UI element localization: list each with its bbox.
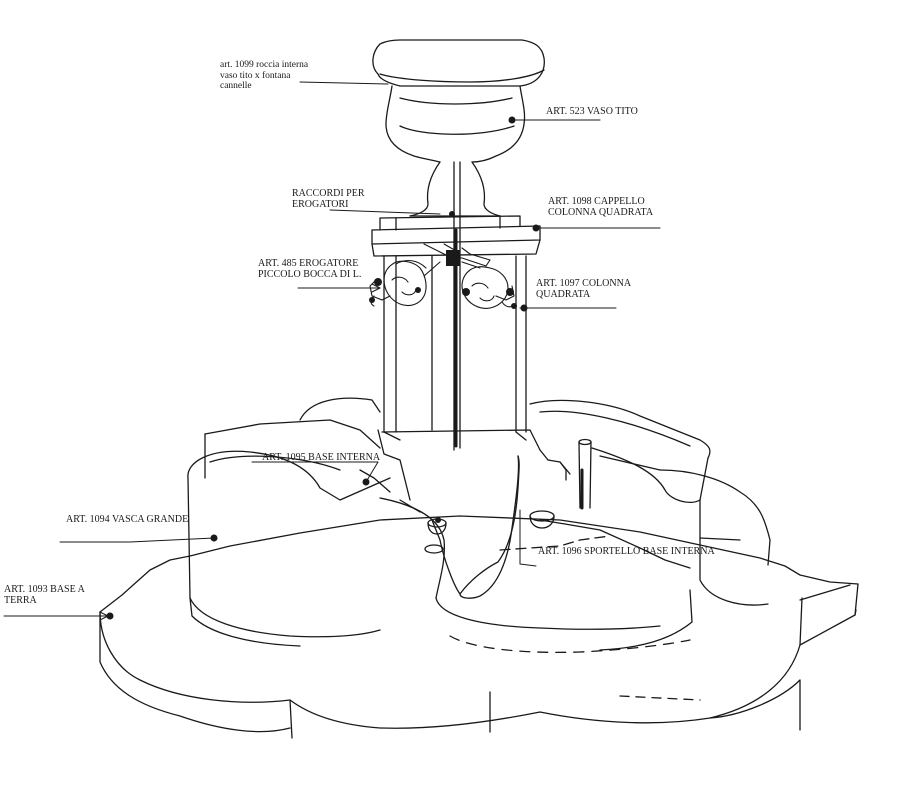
large-basin — [187, 397, 771, 653]
label-vaso-tito: ART. 523 VASO TITO — [546, 106, 638, 117]
leader-dots — [106, 116, 540, 620]
small-post — [578, 438, 592, 510]
label-vasca-grande: ART. 1094 VASCA GRANDE — [66, 514, 189, 525]
label-cappello: ART. 1098 CAPPELLO COLONNA QUADRATA — [548, 196, 654, 218]
square-column — [383, 255, 527, 441]
access-door — [424, 461, 567, 554]
label-base-interna: ART. 1095 BASE INTERNA — [262, 452, 381, 463]
spouts — [369, 243, 515, 309]
spout-fills — [369, 278, 517, 309]
arrowheads — [99, 283, 381, 621]
leader-lines — [3, 81, 661, 617]
label-roccia-interna: art. 1099 roccia interna vaso tito x fon… — [220, 60, 309, 91]
label-sportello: ART. 1096 SPORTELLO BASE INTERNA — [538, 546, 715, 557]
vaso-tito — [372, 39, 545, 217]
ground-base — [99, 515, 859, 739]
inner-base — [359, 429, 611, 599]
central-pipe — [453, 161, 461, 451]
label-colonna: ART. 1097 COLONNA QUADRATA — [536, 278, 632, 300]
label-base-terra: ART. 1093 BASE A TERRA — [4, 584, 85, 606]
label-erogatore: ART. 485 EROGATORE PICCOLO BOCCA DI L. — [258, 258, 362, 280]
label-raccordi: RACCORDI PER EROGATORI — [292, 188, 365, 210]
